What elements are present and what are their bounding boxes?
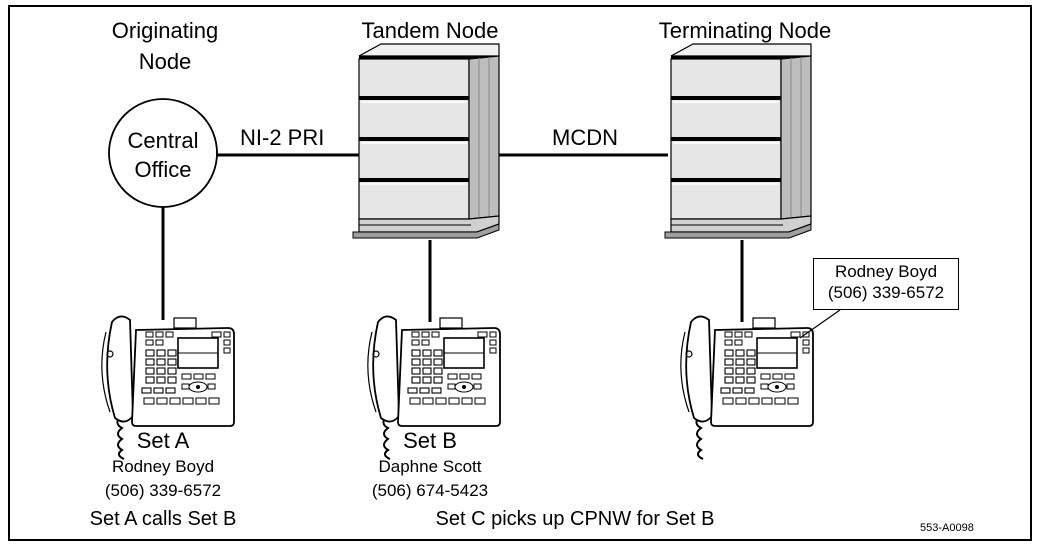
set-a-owner: Rodney Boyd xyxy=(111,457,215,476)
set-c-caption: Set C picks up CPNW for Set B xyxy=(435,508,715,530)
set-b-number: (506) 674-5423 xyxy=(371,481,489,500)
set-a-caption: Set A calls Set B xyxy=(89,508,237,530)
central-office-label: Central Office xyxy=(127,128,199,183)
mcdn-label: MCDN xyxy=(552,125,618,150)
figure-id: 553-A0098 xyxy=(920,522,974,534)
callout-pointer xyxy=(799,309,841,339)
set-c-phone xyxy=(679,315,814,460)
diagram-frame xyxy=(8,5,1032,541)
central-office-node xyxy=(108,98,218,208)
terminating-node-cabinet xyxy=(664,43,812,239)
ni2-pri-label: NI-2 PRI xyxy=(240,125,325,150)
set-c-display-callout: Rodney Boyd (506) 339-6572 xyxy=(813,258,959,310)
set-b-owner: Daphne Scott xyxy=(378,457,482,476)
set-b-name: Set B xyxy=(403,428,457,453)
tandem-node-title: Tandem Node xyxy=(361,18,499,43)
set-a-name: Set A xyxy=(136,428,190,453)
set-a-number: (506) 339-6572 xyxy=(104,481,222,500)
terminating-node-title: Terminating Node xyxy=(658,18,832,43)
tandem-node-cabinet xyxy=(352,43,500,239)
originating-node-title: Originating Node xyxy=(111,18,219,75)
